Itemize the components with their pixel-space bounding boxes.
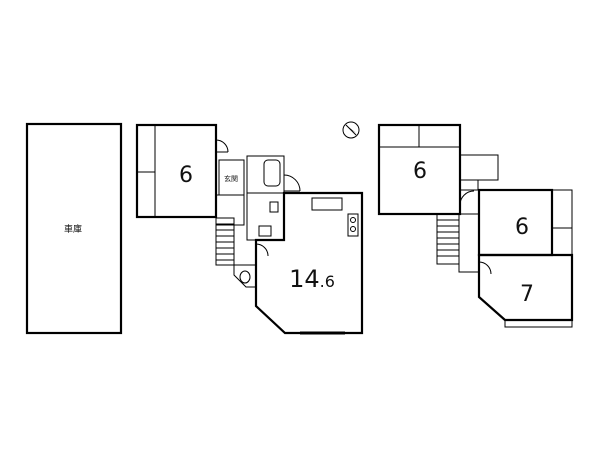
room-f2-nw-tatami: 6 [377, 123, 462, 216]
floor-2: 6 6 7 [377, 123, 574, 328]
north-arrow-icon [342, 121, 360, 139]
room-f2-east-tatami: 6 [477, 188, 573, 257]
closet [378, 124, 420, 148]
room-label-f1-west: 6 [179, 163, 193, 188]
closet [551, 227, 573, 256]
stairs-f2 [436, 213, 460, 265]
garage: 車庫 [25, 122, 123, 335]
toilet [233, 264, 257, 288]
room-label-f1-ldk-main: 14 [289, 265, 320, 293]
room-f2-south-western: 7 [477, 253, 574, 328]
room-label-f1-ldk: 14.6 [289, 265, 335, 293]
entrance: 玄関 [218, 159, 245, 196]
bathroom [246, 155, 285, 194]
balcony [504, 319, 573, 328]
entrance-label: 玄関 [224, 174, 238, 183]
room-label-f2-nw: 6 [413, 159, 427, 184]
hall-closet [215, 194, 245, 226]
closet [459, 154, 499, 181]
room-label-f1-ldk-frac: .6 [320, 272, 335, 291]
floor-1: 6 玄関 [135, 123, 364, 335]
room-label-f2-south: 7 [520, 282, 534, 307]
room-label-f2-east: 6 [515, 215, 529, 240]
closet [551, 189, 573, 229]
stairs-f1 [215, 217, 235, 266]
room-f1-west-tatami: 6 [135, 123, 218, 219]
room-f1-ldk: 14.6 [254, 191, 364, 335]
washroom [246, 192, 285, 241]
closet [136, 124, 156, 173]
hall-closet [458, 213, 480, 273]
garage-label: 車庫 [64, 223, 82, 235]
